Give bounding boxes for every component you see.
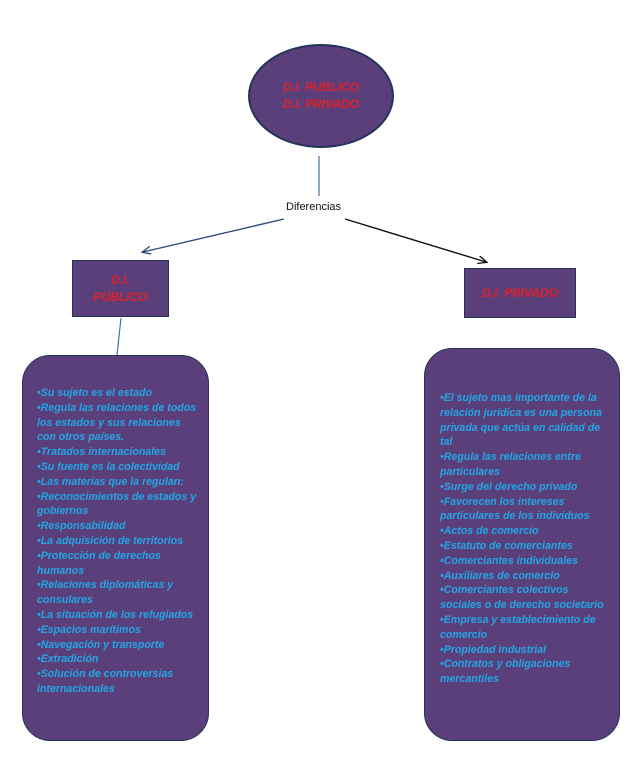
arrow-to-public [143, 218, 285, 252]
list-item: •Su sujeto es el estado [37, 387, 152, 399]
public-characteristics-list: •Su sujeto es el estado •Regula las rela… [37, 386, 198, 697]
list-item: •Responsabilidad [37, 520, 126, 533]
public-to-list-line [116, 317, 122, 356]
list-item: •Auxiliares de comercio [440, 569, 560, 582]
list-item: •Extradición [37, 653, 99, 666]
list-item: •Tratados internacionales [37, 446, 166, 459]
list-item: •Empresa y establecimiento de comercio [440, 613, 596, 641]
list-item: •Regula las relaciones de todos los esta… [37, 401, 197, 444]
private-characteristics-panel: •El sujeto mas importante de la relación… [424, 348, 620, 741]
list-item: •Relaciones diplomáticas y consulares [37, 579, 174, 607]
list-item: •Surge del derecho privado [440, 480, 578, 493]
public-node-line-1: D.I. [111, 272, 130, 287]
public-node: D.I. PÚBLICO [72, 260, 169, 317]
list-item: •Propiedad industrial [440, 643, 547, 656]
public-node-line-2: PÚBLICO [93, 289, 148, 304]
list-item: •Las materias que la regulan: [37, 475, 184, 488]
list-item: •Comerciantes individuales [440, 554, 578, 567]
list-item: •Regula las relaciones entre particulare… [440, 451, 581, 478]
list-item: •La situación de los refugiados [37, 608, 194, 621]
list-item: •Estatuto de comerciantes [440, 539, 573, 552]
list-item: •Espacios marítimos [37, 623, 141, 636]
connector-label: Diferencias [286, 201, 342, 213]
list-item: •Actos de comercio [440, 525, 539, 538]
arrow-to-private [344, 218, 486, 262]
list-item: •Favorecen los intereses particulares de… [440, 495, 590, 523]
list-item: •Solución de controversias internacional… [37, 668, 174, 695]
root-title-line-1: D.I. PUBLICO [282, 80, 359, 94]
list-item: •Contratos y obligaciones mercantiles [440, 658, 571, 686]
list-item: •Comerciantes colectivos sociales o de d… [440, 584, 604, 612]
list-item: •Protección de derechos humanos [37, 549, 161, 577]
private-characteristics-list: •El sujeto mas importante de la relación… [440, 391, 611, 687]
public-characteristics-panel: •Su sujeto es el estado •Regula las rela… [22, 355, 209, 741]
list-item: •La adquisición de territorios [37, 534, 184, 547]
private-node: D.I. PRIVADO [464, 268, 576, 318]
list-item: •El sujeto mas importante de la relación… [440, 392, 602, 449]
private-node-line-1: D.I. PRIVADO [482, 285, 558, 300]
root-title-line-2: D.I. PRIVADO [283, 97, 359, 111]
list-item: •Su fuente es la colectividad [37, 460, 180, 473]
list-item: •Reconocimientos de estados y gobiernos [37, 490, 197, 518]
root-node: D.I. PUBLICO D.I. PRIVADO [248, 44, 394, 148]
list-item: •Navegación y transporte [37, 638, 165, 651]
